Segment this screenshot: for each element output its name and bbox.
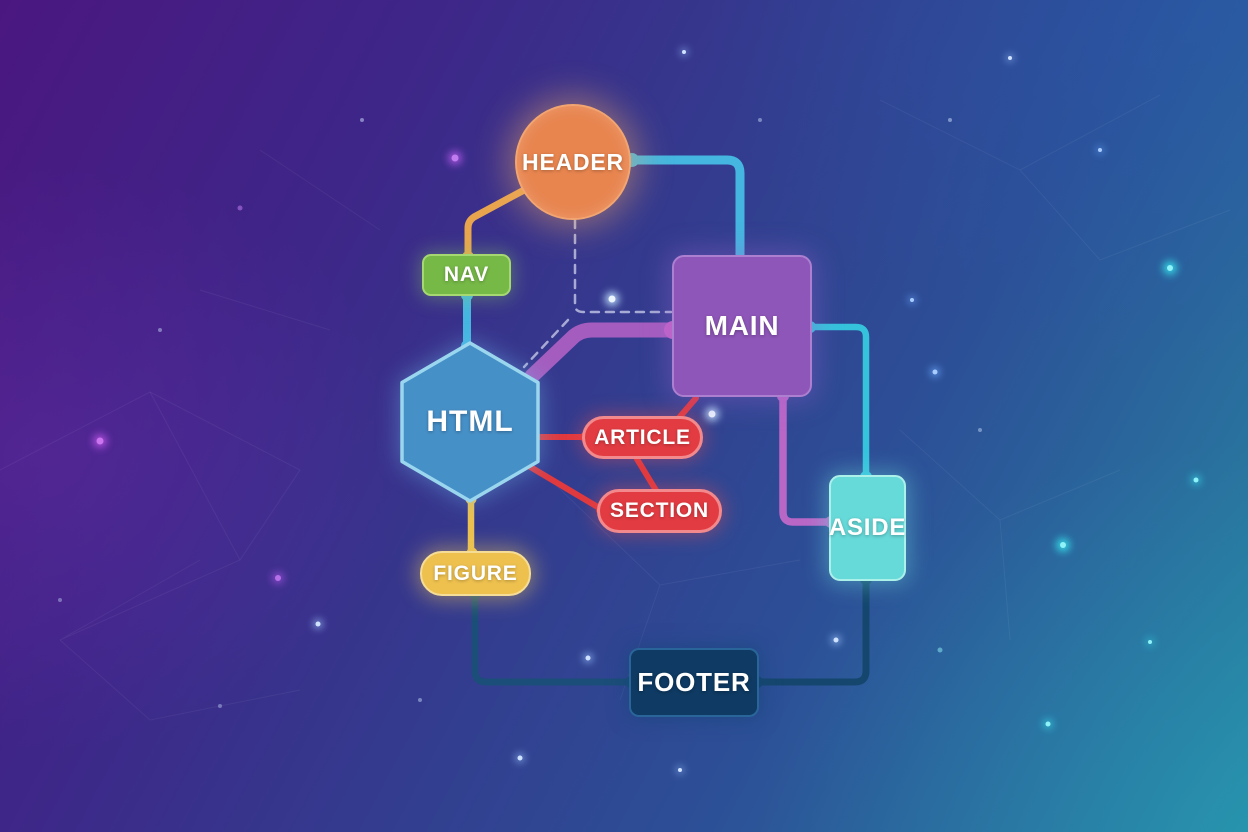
node-footer-label: FOOTER — [637, 667, 751, 697]
edge-header-html-dashed — [522, 318, 570, 369]
node-article-label: ARTICLE — [594, 425, 691, 449]
node-header: HEADER — [515, 104, 631, 220]
edge-article-section — [634, 456, 660, 495]
html-hexagon-shape — [400, 341, 540, 503]
node-figure-label: FIGURE — [433, 561, 518, 585]
edge-html-section — [519, 459, 604, 512]
background-mesh — [0, 94, 1231, 721]
node-html-label: HTML — [426, 405, 514, 438]
node-main: MAIN — [672, 255, 812, 397]
edge-header-nav — [464, 185, 530, 262]
edge-header-main — [625, 155, 745, 262]
node-main-label: MAIN — [704, 310, 780, 341]
node-section-label: SECTION — [610, 499, 709, 522]
node-header-label: HEADER — [522, 148, 624, 175]
node-aside-label: ASIDE — [828, 514, 907, 541]
node-html: HTML — [398, 340, 542, 504]
node-section: SECTION — [597, 489, 722, 533]
background-particles — [58, 48, 1201, 774]
edge-main-article — [675, 395, 699, 422]
node-nav-label: NAV — [443, 263, 490, 286]
edge-figure-footer — [471, 590, 635, 686]
edge-footer-aside — [753, 574, 870, 686]
node-article: ARTICLE — [582, 416, 703, 459]
edge-main-aside-cyan — [807, 323, 870, 481]
node-aside: ASIDE — [829, 475, 906, 581]
node-footer: FOOTER — [629, 648, 759, 717]
edge-html-main — [524, 322, 682, 384]
edge-header-main-dashed — [573, 218, 673, 314]
edge-main-aside-pink — [779, 393, 835, 526]
node-nav: NAV — [422, 254, 511, 296]
node-figure: FIGURE — [420, 551, 531, 596]
